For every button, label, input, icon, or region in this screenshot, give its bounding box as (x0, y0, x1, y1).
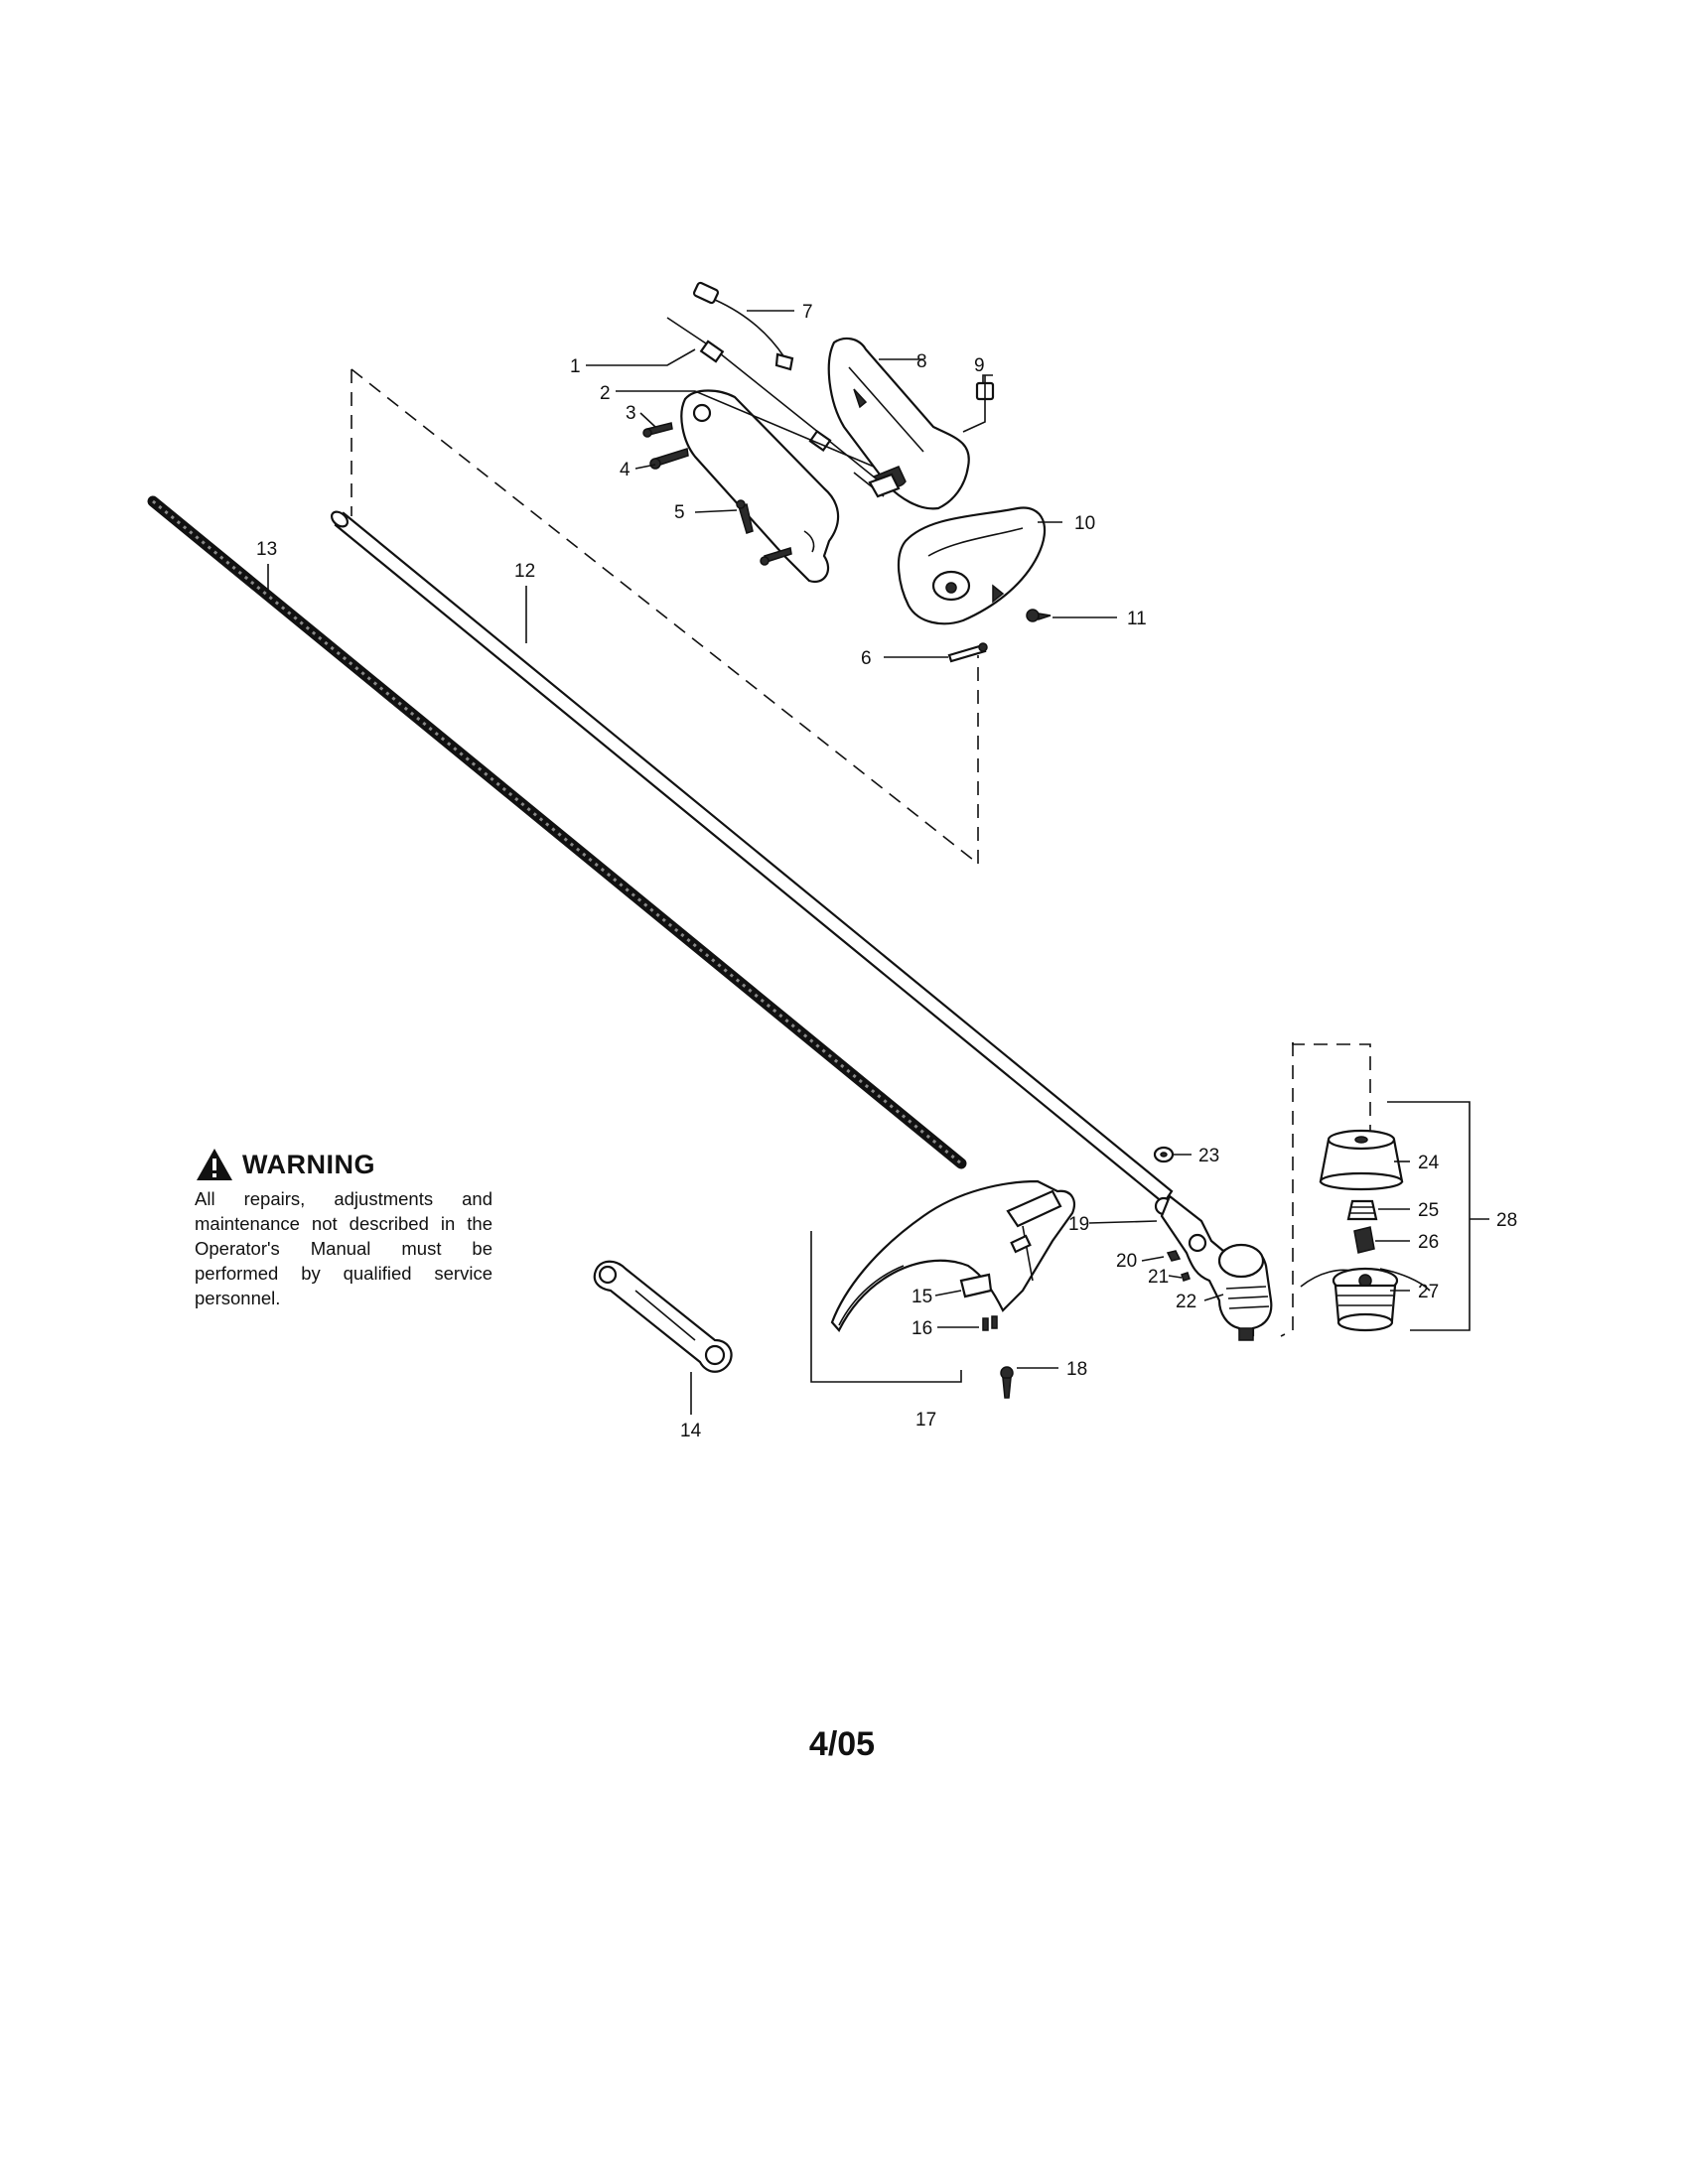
callout-16: 16 (912, 1318, 932, 1339)
callout-18: 18 (1066, 1359, 1087, 1380)
callout-5: 5 (674, 502, 685, 523)
drive-shaft (147, 495, 967, 1169)
shaft-housing-tube (331, 510, 1174, 1205)
callout-8: 8 (916, 351, 927, 372)
callout-21: 21 (1148, 1267, 1169, 1288)
warning-notice: WARNING All repairs, adjustments and mai… (195, 1147, 492, 1310)
callout-28: 28 (1496, 1210, 1517, 1231)
part-8-handle-housing-right (827, 337, 970, 510)
part-26-clip (1353, 1226, 1375, 1254)
page-number: 4/05 (808, 1725, 876, 1763)
assembly-dashed-lines (351, 368, 1371, 1337)
callout-4: 4 (620, 460, 631, 480)
callout-24: 24 (1418, 1153, 1440, 1173)
shield-fasteners (959, 1273, 1014, 1399)
warning-header: WARNING (195, 1147, 492, 1182)
part-23-washer (1153, 1146, 1175, 1163)
callout-2: 2 (600, 383, 611, 404)
part-6-screw (947, 642, 988, 663)
callout-10: 10 (1074, 513, 1095, 534)
part-24-spool-cover (1319, 1129, 1404, 1191)
group-brackets (810, 1101, 1489, 1383)
callout-labels: 1 2 3 4 5 6 7 8 9 10 11 12 13 14 15 16 1… (256, 302, 1517, 1441)
callout-15: 15 (912, 1287, 932, 1307)
warning-triangle-icon (197, 1149, 232, 1180)
warning-text: All repairs, adjustments and maintenance… (195, 1188, 492, 1308)
callout-11: 11 (1127, 609, 1147, 629)
callout-13: 13 (256, 539, 277, 560)
callout-3: 3 (626, 403, 636, 424)
callout-26: 26 (1418, 1232, 1439, 1253)
callout-9: 9 (974, 355, 985, 376)
part-3-handle-housing-left (680, 389, 840, 584)
part-22-gearhead (1154, 1194, 1273, 1341)
part-11-screw (1026, 609, 1052, 622)
callout-7: 7 (802, 302, 813, 323)
part-7-wire (692, 281, 794, 371)
callout-25: 25 (1418, 1200, 1439, 1221)
callout-20: 20 (1116, 1251, 1137, 1272)
part-14-wrench (593, 1260, 733, 1373)
callout-17: 17 (915, 1410, 936, 1431)
part-10-grip (897, 506, 1047, 625)
callout-1: 1 (570, 356, 581, 377)
handle-screws (642, 422, 792, 566)
callout-12: 12 (514, 561, 535, 582)
part-17-shield (830, 1179, 1075, 1332)
part-27-trimmer-head (1300, 1267, 1431, 1332)
callout-14: 14 (680, 1421, 702, 1441)
callout-23: 23 (1198, 1146, 1219, 1166)
part-25-spring (1346, 1199, 1378, 1221)
warning-title: WARNING (242, 1149, 375, 1179)
callout-22: 22 (1176, 1292, 1196, 1312)
callout-27: 27 (1418, 1282, 1439, 1302)
callout-6: 6 (861, 648, 872, 669)
callout-19: 19 (1068, 1214, 1089, 1235)
leader-lines (267, 310, 1410, 1415)
